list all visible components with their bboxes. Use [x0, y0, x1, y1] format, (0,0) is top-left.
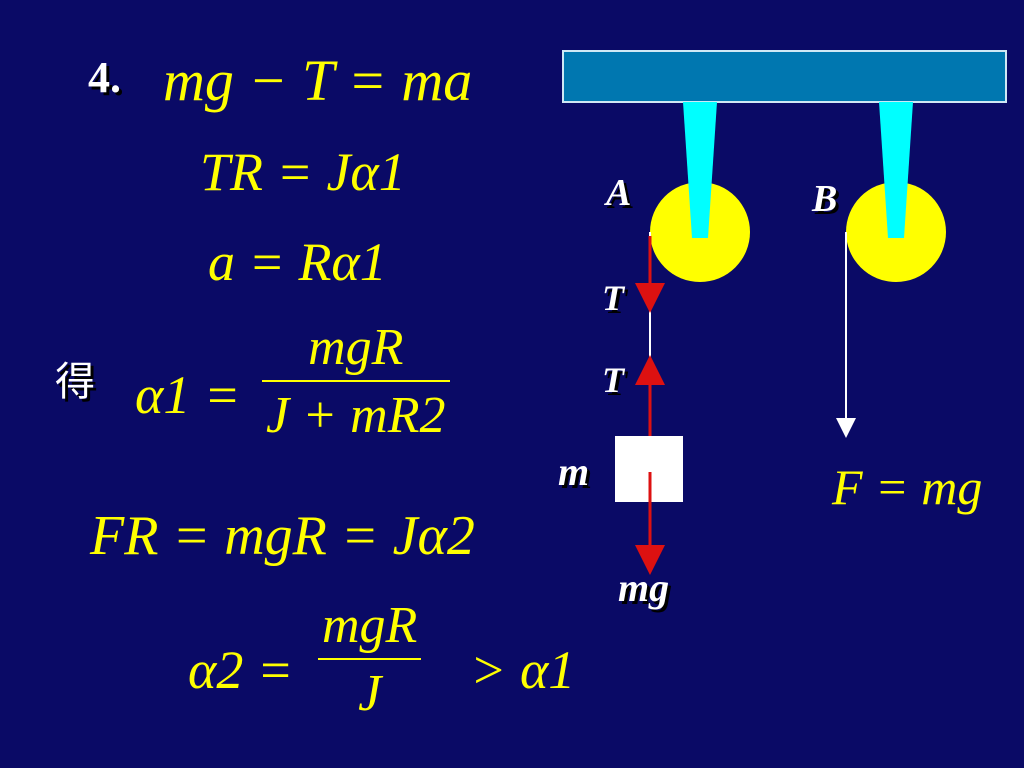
equation-torque: TR = Jα1: [200, 142, 406, 202]
equation-alpha2-rhs: > α1: [470, 640, 576, 700]
equation-newton: mg − T = ma: [163, 48, 473, 113]
equation-force-torque: FR = mgR = Jα2: [90, 505, 475, 567]
tension-lower-label: T: [602, 360, 624, 400]
equation-alpha2-fraction: mgR J: [318, 597, 422, 722]
pulley-b-support: [879, 102, 913, 238]
equation-alpha1-fraction: mgR J + mR2: [262, 322, 450, 442]
force-equation: F = mg: [832, 459, 983, 515]
fraction-numerator: mgR: [308, 319, 404, 376]
equation-alpha1-lhs: α1 =: [135, 365, 241, 425]
fraction-denominator: J + mR2: [266, 387, 446, 444]
tension-upper-label: T: [602, 278, 624, 318]
ceiling-beam: [562, 50, 1007, 103]
result-word: 得: [55, 359, 95, 405]
fraction-denominator: J: [358, 665, 382, 722]
fraction-bar: [262, 380, 450, 382]
problem-number: 4.: [88, 53, 121, 102]
fraction-bar: [318, 658, 422, 660]
pulley-a-support: [683, 102, 717, 238]
equation-kinematic: a = Rα1: [208, 232, 387, 292]
fraction-numerator: mgR: [322, 597, 418, 654]
pulley-b-label: B: [812, 178, 838, 220]
weight-label: mg: [618, 565, 670, 610]
pulley-a-label: A: [606, 172, 632, 214]
equation-alpha2-lhs: α2 =: [188, 640, 294, 700]
mass-label: m: [558, 449, 590, 494]
